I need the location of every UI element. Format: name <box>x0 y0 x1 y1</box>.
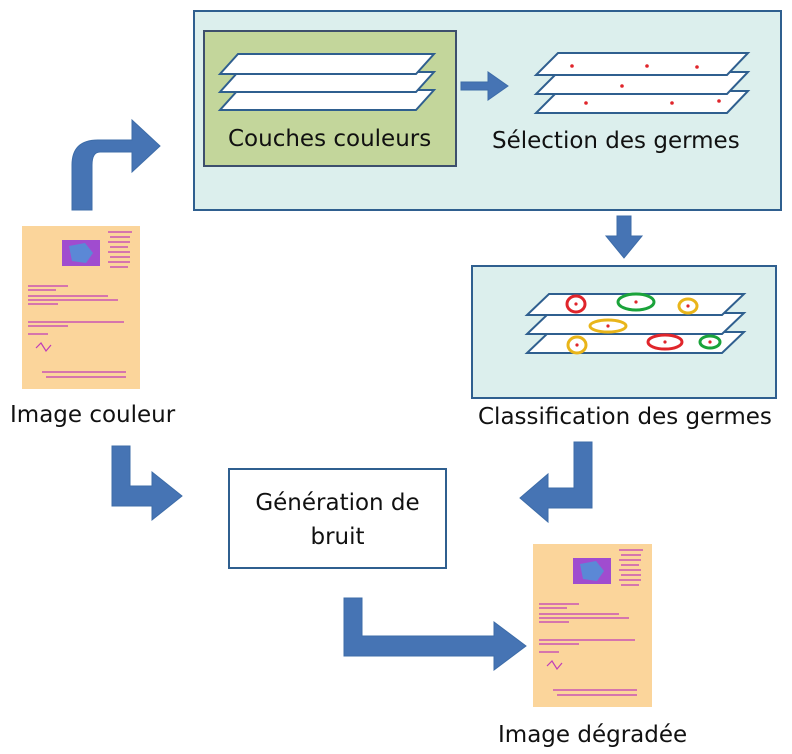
color-image-label: Image couleur <box>10 402 176 428</box>
degraded-image-label: Image dégradée <box>498 722 688 748</box>
color-image-document-drawing <box>28 231 132 378</box>
seed-selection-stack-icon <box>533 52 751 114</box>
arrow-classification-to-noise-icon <box>519 441 593 524</box>
arrow-color-image-to-noise-icon <box>111 445 183 522</box>
arrow-noise-to-degraded-icon <box>343 597 527 671</box>
curved-arrow-to-layers-icon <box>71 118 161 211</box>
seed-classification-stack-icon <box>524 292 747 355</box>
arrow-to-seed-selection-icon <box>460 71 509 101</box>
color-layers-stack-icon <box>217 53 437 111</box>
noise-generation-label-line1: Génération de <box>255 490 420 516</box>
noise-generation-box <box>228 468 447 569</box>
degraded-image-thumbnail <box>533 544 652 707</box>
color-layers-label: Couches couleurs <box>228 126 432 152</box>
color-image-thumbnail <box>22 226 140 389</box>
seed-dots <box>570 64 721 105</box>
degraded-image-document-drawing <box>539 549 643 696</box>
arrow-down-to-classification-icon <box>604 215 644 259</box>
seed-clusters <box>565 292 722 355</box>
noise-generation-label-line2: bruit <box>310 524 365 550</box>
seed-classification-label: Classification des germes <box>478 404 772 430</box>
seed-selection-label: Sélection des germes <box>492 128 740 154</box>
